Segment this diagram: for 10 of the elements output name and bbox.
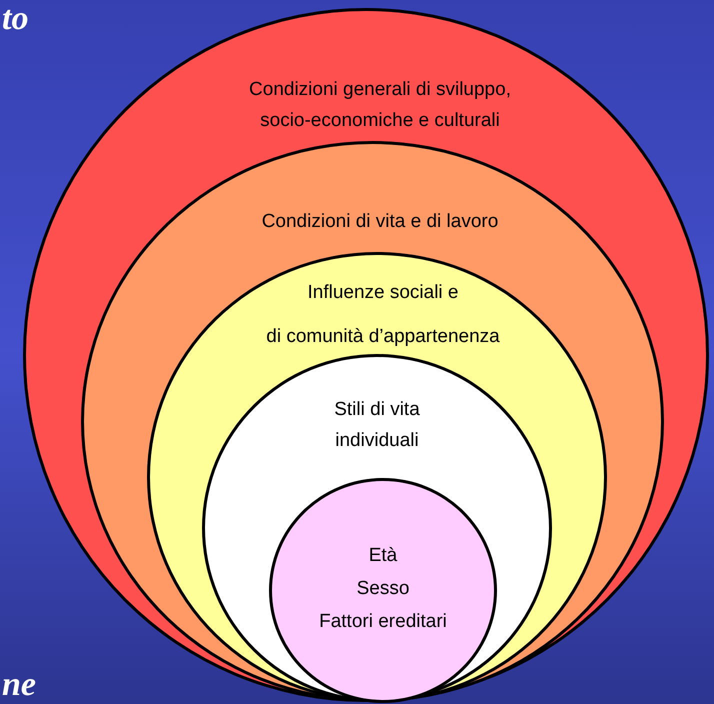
ring-label: Età: [368, 544, 398, 568]
ring-label: di comunità d’appartenenza: [265, 325, 501, 349]
ring-label: Sesso: [356, 577, 410, 601]
partial-heading-text: ne: [2, 668, 36, 702]
ring-label: Influenze sociali e: [306, 281, 460, 305]
partial-heading-text: to: [2, 2, 28, 36]
ring-label: Stili di vita individuali: [333, 398, 421, 453]
ring-label: Fattori ereditari: [318, 610, 448, 634]
ring-label: Condizioni di vita e di lavoro: [260, 210, 500, 234]
ring-label: Condizioni generali di sviluppo, socio-economiche e culturali: [248, 78, 512, 133]
